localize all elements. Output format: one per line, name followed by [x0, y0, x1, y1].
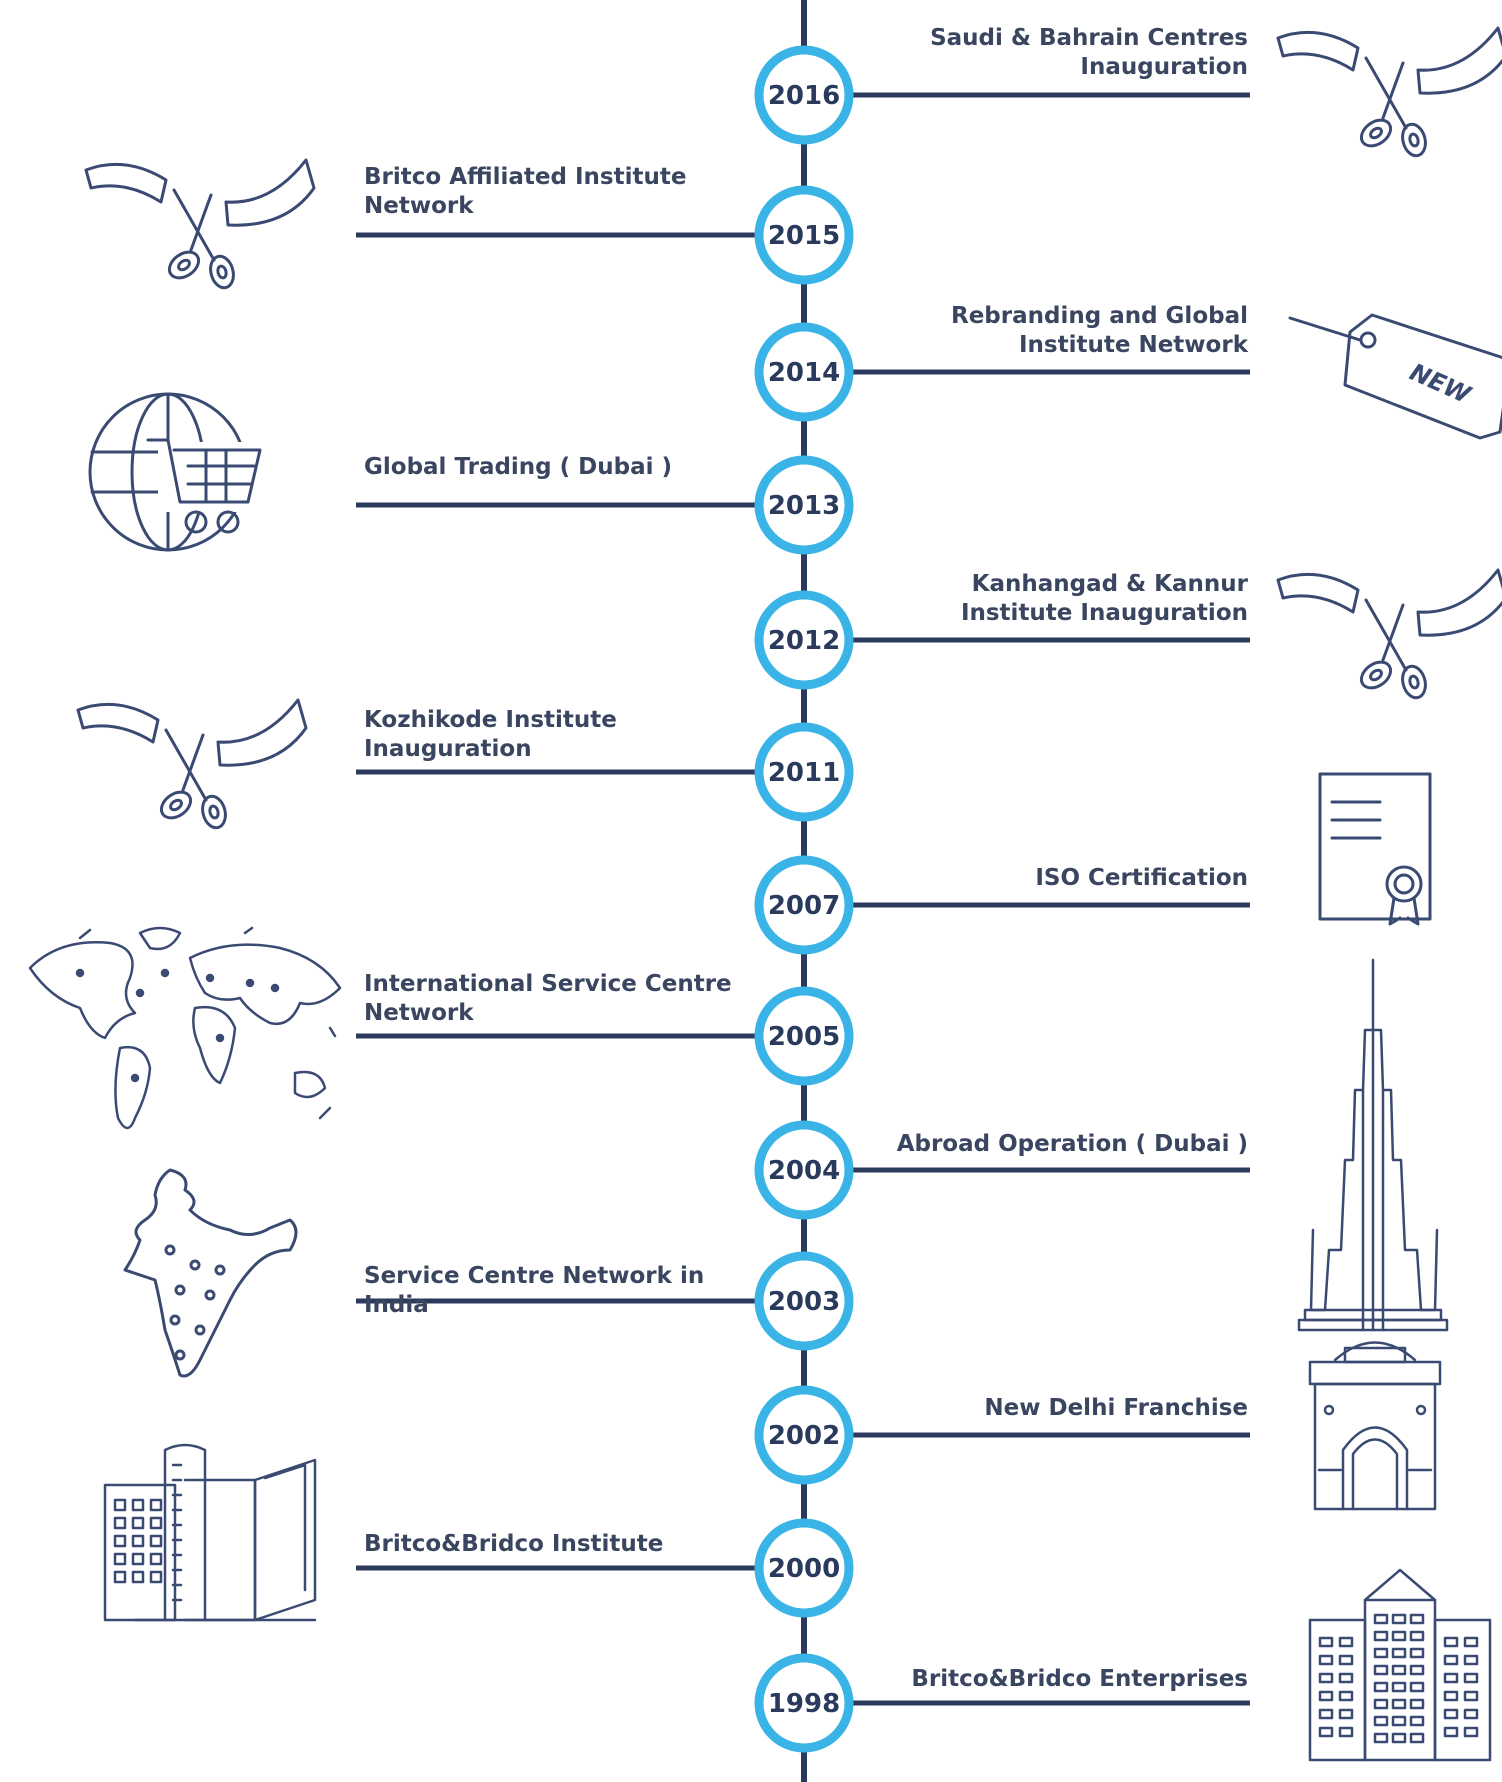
- timeline-event-2015: 2015: [356, 185, 854, 285]
- event-label-2005: International Service Centre Network: [364, 971, 732, 1026]
- year-label: 2016: [768, 81, 840, 111]
- event-label-2002: New Delhi Franchise: [984, 1395, 1248, 1421]
- india-map-icon: [123, 1168, 298, 1378]
- event-label-2013: Global Trading ( Dubai ): [364, 454, 673, 480]
- year-label: 2012: [768, 626, 840, 656]
- event-label-2003: Service Centre Network in India: [364, 1263, 705, 1318]
- year-circle: [754, 986, 854, 1086]
- new-tag-text: NEW: [1406, 358, 1476, 410]
- timeline-event-2014: 2014: [754, 322, 1250, 422]
- timeline-event-2016: 2016: [754, 45, 1250, 145]
- year-circle: [754, 1120, 854, 1220]
- timeline-event-2012: 2012: [754, 590, 1250, 690]
- event-label-2007: ISO Certification: [1035, 865, 1248, 891]
- year-label: 2002: [768, 1421, 840, 1451]
- event-label-2016: Saudi & Bahrain Centres Inauguration: [930, 25, 1248, 80]
- event-label-2012: Kanhangad & Kannur Institute Inauguratio…: [960, 571, 1248, 626]
- year-circle: [754, 1251, 854, 1351]
- new-tag-icon: NEW: [1288, 313, 1502, 440]
- event-label-1998: Britco&Bridco Enterprises: [911, 1666, 1248, 1692]
- timeline-event-2011: 2011: [356, 722, 854, 822]
- year-circle: [754, 455, 854, 555]
- skyscraper-icon: [1297, 958, 1449, 1332]
- year-label: 2013: [768, 491, 840, 521]
- ribbon-cutting-icon: [84, 158, 316, 290]
- institute-book-icon: [103, 1443, 317, 1622]
- event-label-2014: Rebranding and Global Institute Network: [950, 303, 1248, 358]
- year-label: 2000: [768, 1554, 840, 1584]
- event-label-2015: Britco Affiliated Institute Network: [364, 164, 687, 219]
- year-label: 1998: [768, 1689, 840, 1719]
- year-circle: [754, 855, 854, 955]
- ribbon-cutting-icon: [1276, 26, 1502, 158]
- year-circle: [754, 185, 854, 285]
- year-circle: [754, 1653, 854, 1753]
- timeline-event-2003: 2003: [356, 1251, 854, 1351]
- timeline-event-2013: 2013: [356, 455, 854, 555]
- timeline-event-2004: 2004: [754, 1120, 1250, 1220]
- year-label: 2007: [768, 891, 840, 921]
- ribbon-cutting-icon: [1276, 568, 1502, 700]
- office-buildings-icon: [1308, 1568, 1492, 1762]
- year-circle: [754, 590, 854, 690]
- year-label: 2014: [768, 358, 840, 388]
- world-map-icon: [28, 926, 342, 1130]
- globe-cart-icon: [88, 392, 262, 552]
- year-label: 2015: [768, 221, 840, 251]
- year-label: 2005: [768, 1022, 840, 1052]
- year-label: 2011: [768, 758, 840, 788]
- year-circle: [754, 45, 854, 145]
- timeline-event-1998: 1998: [754, 1653, 1250, 1753]
- event-label-2011: Kozhikode Institute Inauguration: [364, 707, 617, 762]
- timeline-event-2000: 2000: [356, 1518, 854, 1618]
- timeline-event-2002: 2002: [754, 1385, 1250, 1485]
- certificate-icon: [1318, 772, 1432, 926]
- year-label: 2004: [768, 1156, 840, 1186]
- year-label: 2003: [768, 1287, 840, 1317]
- event-label-2004: Abroad Operation ( Dubai ): [896, 1131, 1248, 1157]
- event-label-2000: Britco&Bridco Institute: [364, 1531, 664, 1557]
- year-circle: [754, 722, 854, 822]
- year-circle: [754, 1385, 854, 1485]
- timeline-event-2007: 2007: [754, 855, 1250, 955]
- india-gate-icon: [1308, 1341, 1442, 1511]
- year-circle: [754, 1518, 854, 1618]
- year-circle: [754, 322, 854, 422]
- timeline-event-2005: 2005: [356, 986, 854, 1086]
- ribbon-cutting-icon: [76, 698, 308, 830]
